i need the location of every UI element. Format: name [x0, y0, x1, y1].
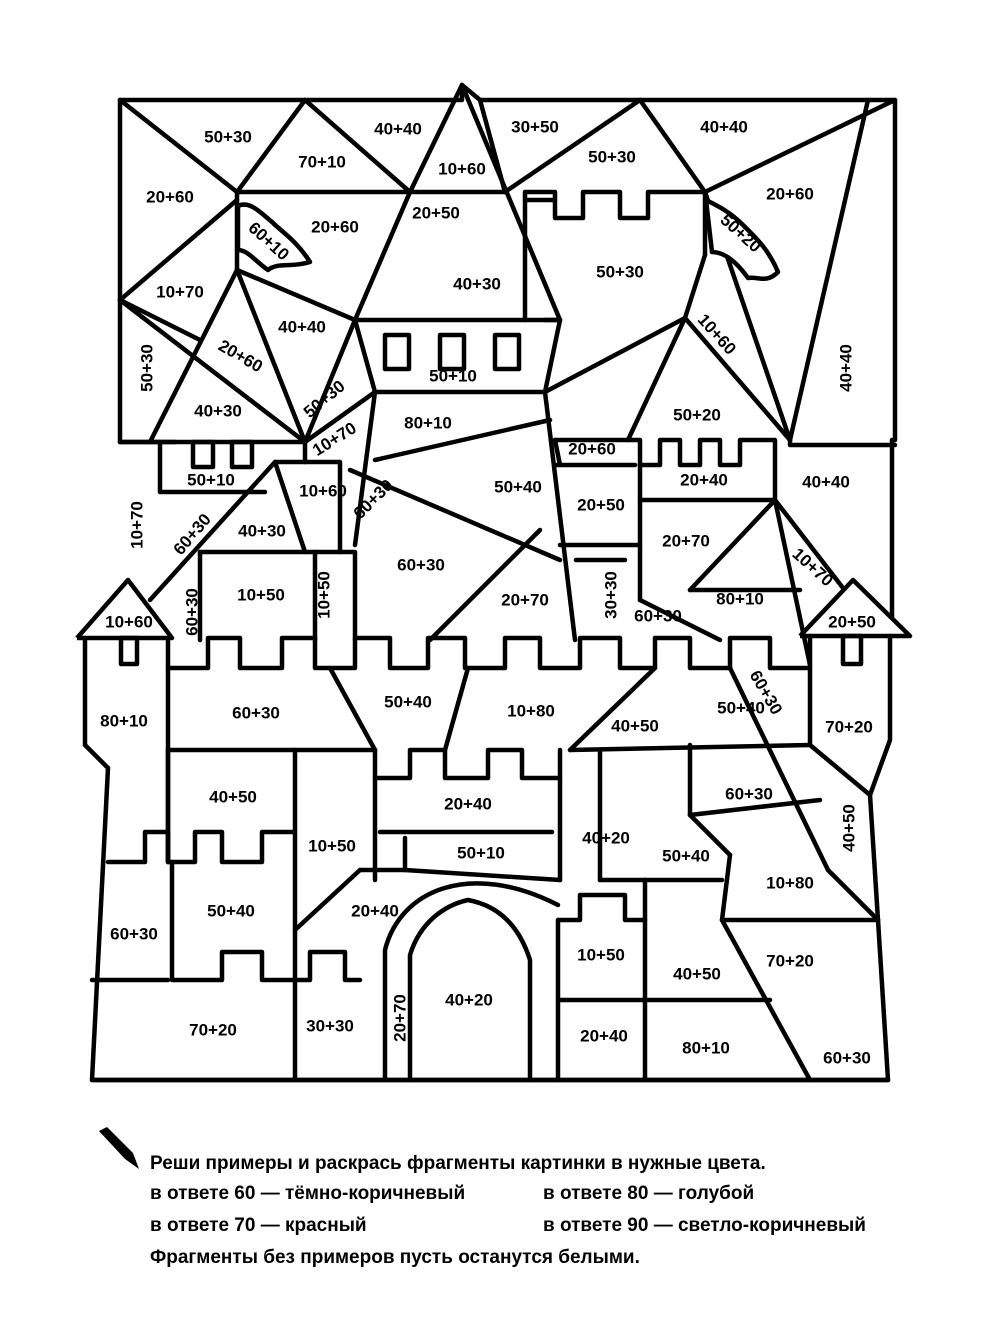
example-label: 60+30: [350, 476, 397, 523]
castle-wall: [75, 577, 913, 1083]
instructions-title: Реши примеры и раскрась фрагменты картин…: [150, 1153, 766, 1174]
example-label: 10+70: [156, 282, 204, 301]
example-label: 40+20: [582, 828, 630, 847]
example-label: 10+70: [127, 501, 146, 549]
example-label: 60+30: [182, 588, 201, 636]
example-label: 40+30: [238, 521, 286, 540]
example-label: 50+10: [457, 843, 505, 862]
example-label: 20+50: [828, 612, 876, 631]
example-label: 50+40: [207, 901, 255, 920]
example-label: 40+40: [700, 117, 748, 136]
example-label: 20+60: [766, 184, 814, 203]
example-label: 50+40: [384, 692, 432, 711]
example-label: 70+20: [189, 1020, 237, 1039]
example-label: 20+40: [580, 1026, 628, 1045]
example-label: 40+50: [673, 964, 721, 983]
example-label: 40+50: [839, 804, 858, 852]
example-label: 60+30: [232, 703, 280, 722]
example-label: 20+70: [662, 531, 710, 550]
example-label: 20+50: [577, 495, 625, 514]
rule-90: в ответе 90 — светло-коричневый: [543, 1215, 866, 1236]
rule-60: в ответе 60 — тёмно-коричневый: [150, 1183, 466, 1204]
example-label: 20+40: [351, 901, 399, 920]
example-label: 20+40: [444, 794, 492, 813]
example-label: 40+40: [374, 119, 422, 138]
example-label: 10+80: [766, 873, 814, 892]
example-label: 80+10: [404, 413, 452, 432]
example-label: 50+10: [429, 366, 477, 385]
example-label: 50+40: [662, 846, 710, 865]
example-label: 60+30: [823, 1048, 871, 1067]
example-label: 30+30: [601, 571, 620, 619]
rule-70: в ответе 70 — красный: [150, 1215, 367, 1236]
example-label: 80+10: [100, 711, 148, 730]
example-label: 70+20: [825, 717, 873, 736]
right-flag-icon: [703, 197, 781, 281]
example-label: 60+30: [397, 555, 445, 574]
left-flag-icon: [235, 202, 313, 273]
example-label: 20+50: [412, 203, 460, 222]
pencil-icon: [99, 1127, 139, 1169]
example-label: 10+50: [237, 585, 285, 604]
example-label: 10+50: [577, 945, 625, 964]
example-label: 20+70: [501, 590, 549, 609]
example-label: 50+10: [187, 470, 235, 489]
example-label: 60+30: [110, 924, 158, 943]
example-label: 40+40: [278, 317, 326, 336]
example-label: 40+30: [194, 401, 242, 420]
example-label: 40+40: [836, 344, 855, 392]
castle-outline: [117, 82, 898, 668]
example-label: 20+40: [680, 470, 728, 489]
rule-80: в ответе 80 — голубой: [543, 1183, 755, 1204]
example-label: 70+20: [766, 951, 814, 970]
example-label: 10+50: [314, 571, 333, 619]
example-label: 20+60: [215, 336, 266, 376]
instructions-footer: Фрагменты без примеров пусть останутся б…: [150, 1247, 640, 1268]
castle-coloring-picture: 50+30 70+10 40+40 10+60 30+50 50+30 40+40 20+60…: [75, 82, 913, 1083]
example-label: 10+60: [438, 159, 486, 178]
example-label: 80+10: [682, 1038, 730, 1057]
example-label: 10+60: [105, 612, 153, 631]
example-label: 80+10: [716, 589, 764, 608]
example-label: 50+30: [137, 344, 156, 392]
example-label: 10+70: [309, 418, 360, 459]
example-label: 60+30: [725, 784, 773, 803]
example-label: 30+50: [511, 117, 559, 136]
example-label: 10+80: [507, 701, 555, 720]
example-label: 20+60: [146, 187, 194, 206]
example-label: 60+30: [634, 606, 682, 625]
example-label: 20+60: [568, 439, 616, 458]
example-label: 20+60: [311, 217, 359, 236]
example-label: 10+60: [299, 481, 347, 500]
example-label: 30+30: [306, 1016, 354, 1035]
example-label: 50+30: [596, 262, 644, 281]
example-label: 40+30: [453, 274, 501, 293]
example-label: 10+50: [308, 836, 356, 855]
example-label: 50+30: [588, 147, 636, 166]
example-label: 50+40: [717, 698, 765, 717]
example-label: 40+50: [611, 716, 659, 735]
example-label: 20+70: [390, 994, 409, 1042]
example-label: 70+10: [298, 152, 346, 171]
example-label: 50+40: [494, 477, 542, 496]
example-label: 50+30: [204, 127, 252, 146]
example-label: 50+20: [673, 405, 721, 424]
example-label: 40+20: [445, 990, 493, 1009]
example-label: 40+50: [209, 787, 257, 806]
example-label: 40+40: [802, 472, 850, 491]
